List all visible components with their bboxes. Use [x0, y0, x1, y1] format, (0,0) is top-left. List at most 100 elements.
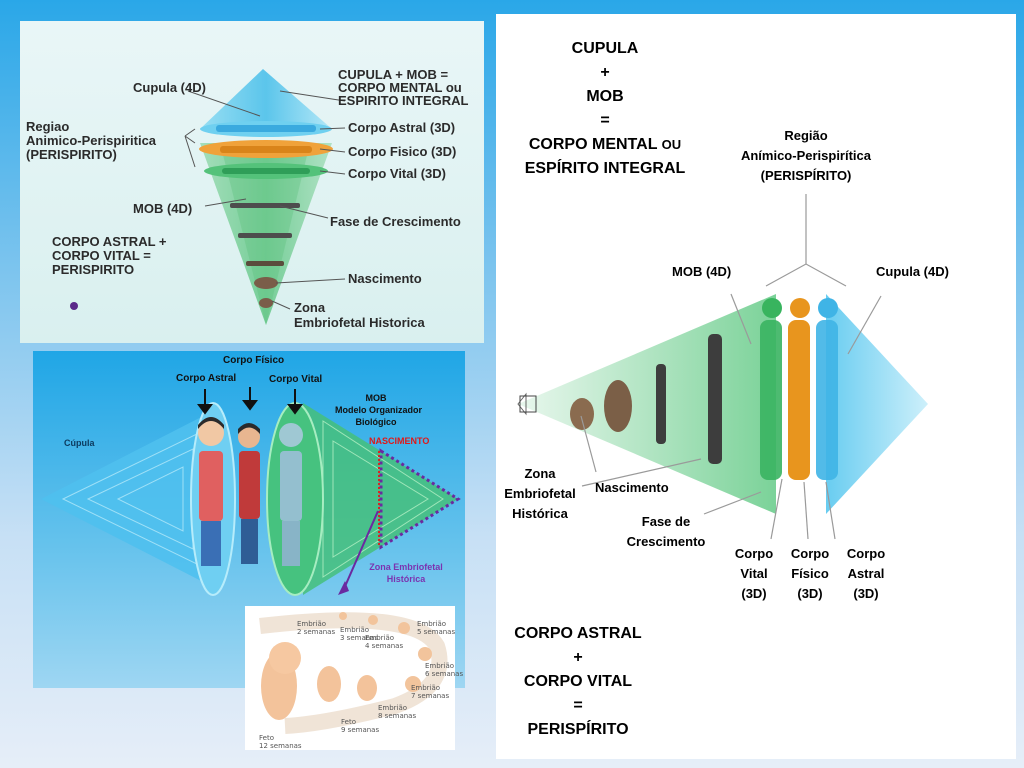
stage-label: Embrião 6 semanas	[425, 662, 463, 678]
horizontal-diagram-graphic	[41, 387, 461, 596]
stage-age: 7 semanas	[411, 692, 450, 700]
equation-line: CORPO VITAL	[523, 673, 633, 690]
stage-age: 4 semanas	[365, 642, 404, 650]
stage-name: Embrião	[365, 634, 395, 642]
astral-vital-equation: CORPO ASTRAL + CORPO VITAL = PERISPÍRITO	[496, 622, 660, 742]
regiao-label: Região Anímico-Perispirítica (PERISPÍRIT…	[716, 126, 896, 186]
equation-line: CORPO MENTAL ou	[338, 80, 462, 95]
equation-line: ESPIRITO INTEGRAL	[338, 93, 469, 108]
zona-line: Histórica	[386, 574, 426, 584]
equation-line: ESPÍRITO INTEGRAL	[524, 160, 686, 177]
regiao-line: Anímico-Perispirítica	[740, 148, 872, 163]
astral-line: Astral	[847, 566, 885, 581]
stage-age: 9 semanas	[341, 726, 380, 734]
stage-label: Embrião 7 semanas	[411, 684, 449, 700]
mob-line: Modelo Organizador	[335, 405, 423, 415]
fisico-line: Corpo	[790, 546, 830, 561]
stage-name: Embrião	[378, 704, 408, 712]
fase-line: Crescimento	[626, 534, 706, 549]
mob-label: MOB (4D)	[672, 264, 732, 279]
stage-name: Feto	[341, 718, 356, 726]
vital-line: Corpo	[734, 546, 774, 561]
zona-embriofetal-label: Zona Embriofetal Histórica	[360, 561, 452, 585]
regiao-line: (PERISPÍRITO)	[760, 168, 852, 183]
equation-line: +	[573, 649, 583, 666]
ou-text: OU	[661, 137, 682, 152]
stage-label: Embrião 4 semanas	[365, 634, 403, 650]
vertical-cone-panel: Cupula (4D) CUPULA + MOB = CORPO MENTAL …	[20, 21, 484, 343]
stage-label: Embrião 2 semanas	[297, 620, 335, 636]
cupula-mob-equation: CUPULA + MOB = CORPO MENTAL ou ESPIRITO …	[338, 68, 469, 107]
nascimento-label: Nascimento	[348, 271, 422, 286]
embryo-development-graphic	[259, 612, 448, 734]
astral-line: Corpo	[846, 546, 886, 561]
astral-figure	[216, 125, 316, 132]
equation-line: MOB	[586, 88, 624, 105]
fisico-figure	[220, 146, 312, 153]
stage-name: Embrião	[417, 620, 447, 628]
zona-line: Histórica	[512, 506, 568, 521]
stage-label: Feto 12 semanas	[259, 734, 302, 750]
vital-line: Vital	[740, 566, 768, 581]
stage-name: Feto	[259, 734, 274, 742]
corpo-fisico-label: Corpo Físico	[223, 355, 285, 366]
stage-label: Embrião 8 semanas	[378, 704, 416, 720]
zona-line: Zona	[524, 466, 556, 481]
main-diagram-panel: CUPULA + MOB = CORPO MENTAL OU ESPÍRITO …	[496, 14, 1016, 759]
vital-figure	[222, 168, 310, 174]
equation-line: CORPO ASTRAL +	[52, 234, 167, 249]
cupula-label: Cupula (4D)	[876, 264, 949, 279]
stage-age: 6 semanas	[425, 670, 464, 678]
regiao-label: Regiao Animico-Perispiritica (PERISPIRIT…	[26, 120, 156, 162]
mob-line: MOB	[365, 393, 387, 403]
stage-name: Embrião	[425, 662, 455, 670]
astral-label: Corpo Astral (3D)	[348, 120, 456, 135]
embryo-development-panel: Embrião 2 semanas Embrião 3 semanas Embr…	[245, 606, 463, 750]
fase-label: Fase de Crescimento	[614, 512, 718, 552]
astral-vital-equation: CORPO ASTRAL + CORPO VITAL = PERISPIRITO	[52, 235, 167, 277]
stage-age: 12 semanas	[259, 742, 302, 750]
stage-name: Embrião	[340, 626, 370, 634]
regiao-line: Animico-Perispiritica	[26, 133, 157, 148]
zona-line: Zona Embriofetal	[369, 562, 443, 572]
vital-figure	[760, 298, 782, 480]
stage-label: Embrião 3 semanas	[340, 626, 378, 642]
equation-line: PERISPIRITO	[52, 262, 135, 277]
equation-line: CORPO VITAL =	[52, 248, 151, 263]
fisico-label: Corpo Físico (3D)	[785, 544, 835, 604]
fisico-person	[238, 423, 260, 564]
fisico-label: Corpo Fisico (3D)	[348, 144, 457, 159]
cupula-label: Cupula (4D)	[133, 80, 206, 95]
fisico-line: (3D)	[797, 586, 823, 601]
nascimento-label: Nascimento	[595, 480, 669, 495]
regiao-line: (PERISPIRITO)	[26, 147, 117, 162]
astral-figure	[816, 298, 838, 480]
equation-line: PERISPÍRITO	[527, 721, 629, 738]
stage-label: Feto 9 semanas	[341, 718, 379, 734]
stage-name: Embrião	[297, 620, 327, 628]
astral-line: (3D)	[853, 586, 879, 601]
vital-line: (3D)	[741, 586, 767, 601]
zona-label: Zona Embriofetal Historica	[294, 300, 425, 330]
fisico-line: Físico	[791, 566, 829, 581]
mob-label: MOB (4D)	[133, 201, 193, 216]
zona-line: Embriofetal	[504, 486, 576, 501]
horizontal-cone-graphic	[517, 194, 928, 540]
vital-person	[279, 423, 303, 566]
stage-age: 3 semanas	[340, 634, 379, 642]
stage-label: Embrião 5 semanas	[417, 620, 455, 636]
regiao-line: Região	[784, 128, 828, 143]
zona-line: Zona	[294, 300, 326, 315]
equation-line: CUPULA	[571, 40, 639, 57]
mob-line: Biológico	[355, 417, 397, 427]
regiao-line: Regiao	[26, 119, 70, 134]
fase-line: Fase de	[641, 514, 691, 529]
vital-label: Corpo Vital (3D)	[348, 166, 446, 181]
fisico-figure	[788, 298, 810, 480]
equation-line: CORPO ASTRAL	[514, 625, 642, 642]
stage-age: 2 semanas	[297, 628, 336, 636]
vertical-cone-graphic	[70, 69, 346, 325]
zona-label: Zona Embriofetal Histórica	[496, 464, 584, 524]
vital-label: Corpo Vital (3D)	[729, 544, 779, 604]
